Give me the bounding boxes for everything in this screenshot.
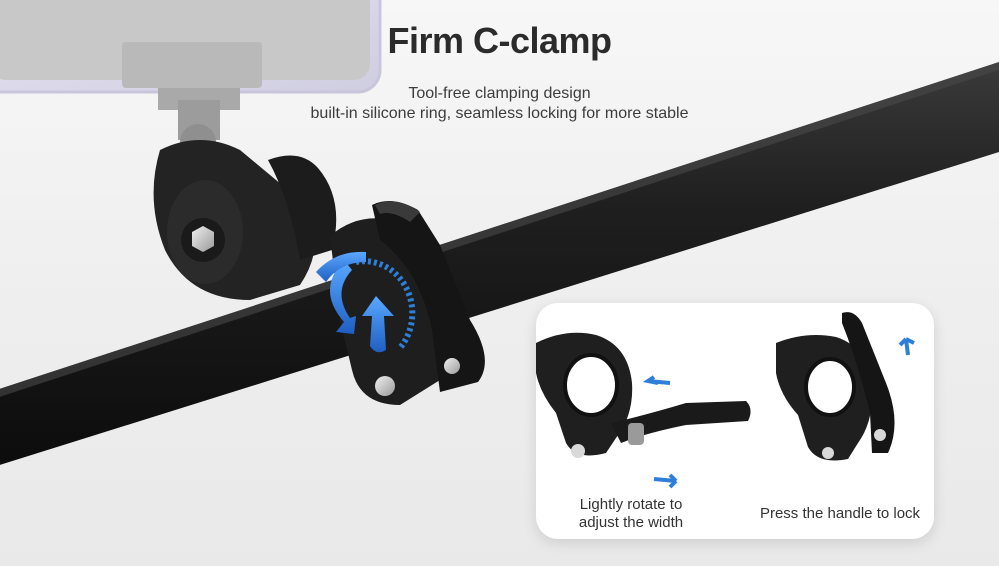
usage-inset-card: Lightly rotate to adjust the width Press…: [536, 303, 934, 539]
ball-joint-arm: [153, 140, 337, 300]
crossbar-pole: [0, 62, 999, 465]
clamp-open-illustration: [536, 332, 751, 489]
c-clamp: [330, 201, 485, 405]
caption-lock: Press the handle to lock: [759, 505, 921, 522]
caption-rotate-line-2: adjust the width: [578, 514, 684, 531]
subtitle-line-2: built-in silicone ring, seamless locking…: [310, 105, 689, 122]
page-title: Firm C-clamp: [387, 20, 612, 61]
subtitle: Tool-free clamping design built-in silic…: [0, 84, 999, 124]
phone-mount: [122, 42, 262, 160]
rotation-arrows-icon: [316, 251, 394, 353]
caption-rotate-line-1: Lightly rotate to: [579, 496, 683, 513]
subtitle-line-1: Tool-free clamping design: [408, 85, 591, 102]
caption-rotate: Lightly rotate to adjust the width: [556, 496, 706, 532]
usage-illustration: [536, 312, 915, 489]
clamp-locked-illustration: [776, 312, 915, 461]
